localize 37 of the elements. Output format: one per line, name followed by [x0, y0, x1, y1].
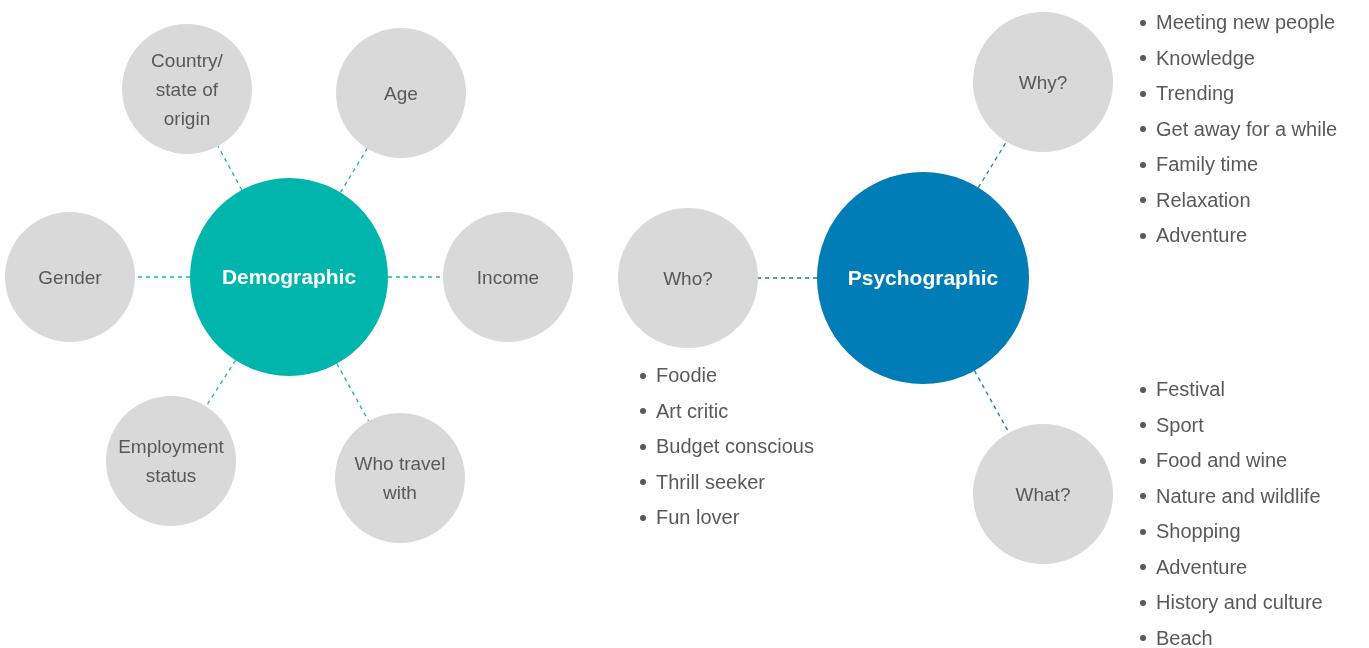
list-item: Art critic [656, 398, 729, 424]
dashed-connector [977, 141, 1008, 189]
circle-label: Country/ state of origin [150, 48, 224, 131]
list-item: Get away for a while [1156, 116, 1338, 142]
list-item: Nature and wildlife [1156, 483, 1321, 509]
circle-label: Why? [1018, 70, 1068, 95]
list-item: History and culture [1156, 590, 1323, 615]
list-item: Fun lover [656, 505, 740, 530]
list-item: Adventure [1156, 554, 1248, 580]
list-item: Family time [1156, 152, 1259, 177]
dashed-connector [217, 145, 243, 191]
list-item: Foodie [656, 363, 718, 388]
list-item: Trending [1156, 81, 1235, 106]
circle-label: Age [384, 81, 418, 106]
circle-label: Income [476, 265, 540, 290]
list-item: Budget conscious [656, 434, 814, 459]
list-item: Shopping [1156, 519, 1241, 544]
dashed-connector [336, 363, 370, 422]
list-item: Festival [1156, 377, 1225, 402]
list-item: Meeting new people [1156, 10, 1335, 35]
list-item: Thrill seeker [656, 469, 765, 495]
dashed-connector [339, 147, 368, 194]
list-item: Food and wine [1156, 448, 1288, 473]
circle-label: Psychographic [847, 265, 999, 292]
circle-label: What? [1015, 482, 1071, 507]
list-item: Adventure [1156, 223, 1248, 248]
circle-label: Who? [663, 266, 713, 291]
dashed-connector [205, 359, 237, 407]
circle-label: Employment status [118, 435, 224, 488]
dashed-connector [757, 277, 818, 279]
circle-label: Who travel with [353, 452, 447, 505]
circle-label: Demographic [221, 264, 357, 291]
list-item: Relaxation [1156, 187, 1251, 213]
list-item: Knowledge [1156, 45, 1255, 71]
list-item: Sport [1156, 412, 1204, 438]
circle-label: Gender [38, 265, 102, 290]
list-item: Beach [1156, 625, 1213, 648]
